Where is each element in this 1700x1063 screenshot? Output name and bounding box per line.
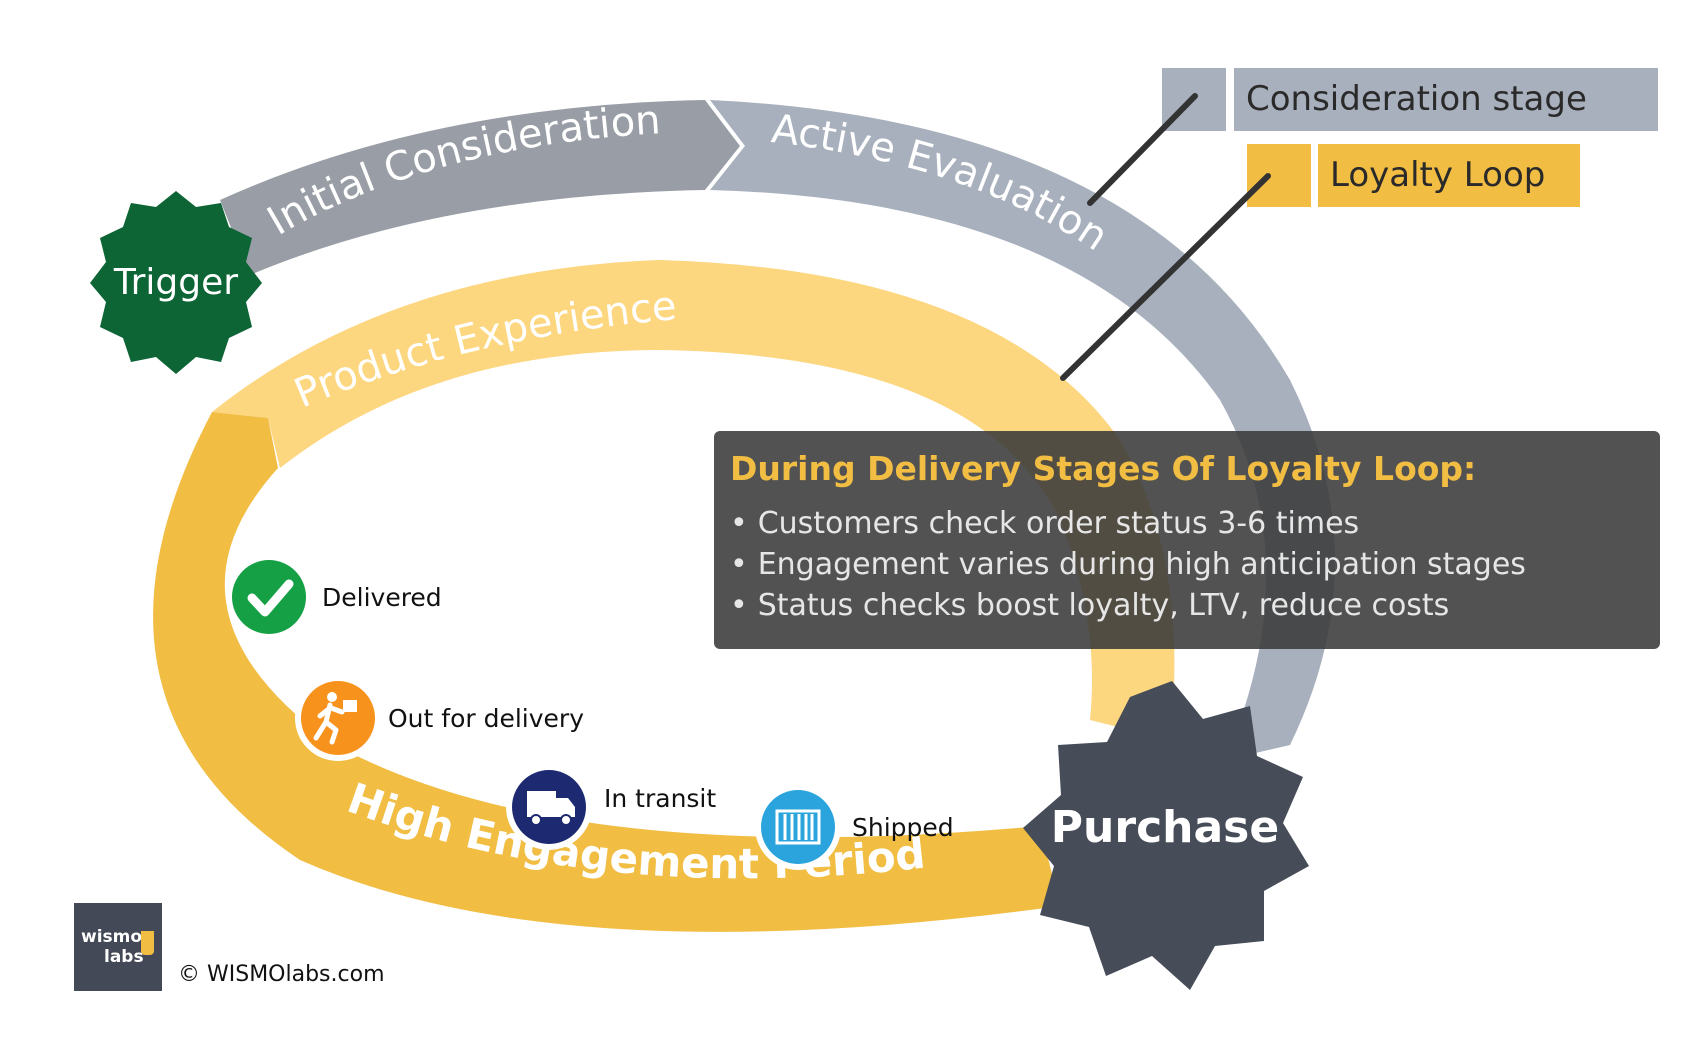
delivered-label: Delivered: [322, 583, 442, 612]
copyright-text: © WISMOlabs.com: [178, 962, 385, 987]
consideration-legend-box: [1234, 68, 1658, 131]
in-transit-step: In transit: [506, 764, 716, 850]
trigger-badge: [90, 191, 262, 374]
check-icon: [232, 560, 306, 634]
info-bullet: Customers check order status 3-6 times: [730, 503, 1640, 544]
product-experience-band: [212, 260, 1175, 740]
delivery-info-box: During Delivery Stages Of Loyalty Loop: …: [714, 431, 1660, 649]
consideration-legend-label: Consideration stage: [1246, 79, 1587, 119]
info-bullet: Status checks boost loyalty, LTV, reduce…: [730, 585, 1640, 626]
logo-text-top: wismo: [81, 927, 143, 947]
purchase-badge: [1023, 681, 1309, 990]
loyalty-legend-label: Loyalty Loop: [1330, 155, 1545, 195]
logo-text-bottom: labs: [104, 947, 144, 967]
loyalty-legend-box: [1318, 144, 1580, 207]
in-transit-label: In transit: [604, 784, 716, 813]
info-bullet: Engagement varies during high anticipati…: [730, 544, 1640, 585]
out-for-delivery-step: Out for delivery: [295, 675, 584, 761]
info-bullet-list: Customers check order status 3-6 times E…: [730, 503, 1640, 626]
courier-icon: [301, 681, 375, 755]
info-title: During Delivery Stages Of Loyalty Loop:: [730, 449, 1477, 488]
delivered-step: Delivered: [226, 554, 442, 640]
out-for-delivery-label: Out for delivery: [388, 704, 584, 733]
shipped-step: Shipped: [755, 784, 954, 870]
purchase-label: Purchase: [1051, 802, 1279, 853]
initial-consideration-band: [220, 100, 740, 275]
high-engagement-band: [153, 412, 1060, 932]
beaker-icon: [141, 931, 154, 955]
trigger-label: Trigger: [113, 262, 238, 303]
consideration-leader-line: [1087, 93, 1198, 206]
shipped-label: Shipped: [852, 813, 954, 842]
loyalty-leader-line: [1060, 173, 1271, 381]
wismolabs-logo: wismo labs: [74, 903, 162, 991]
loyalty-legend-swatch: [1247, 144, 1311, 207]
